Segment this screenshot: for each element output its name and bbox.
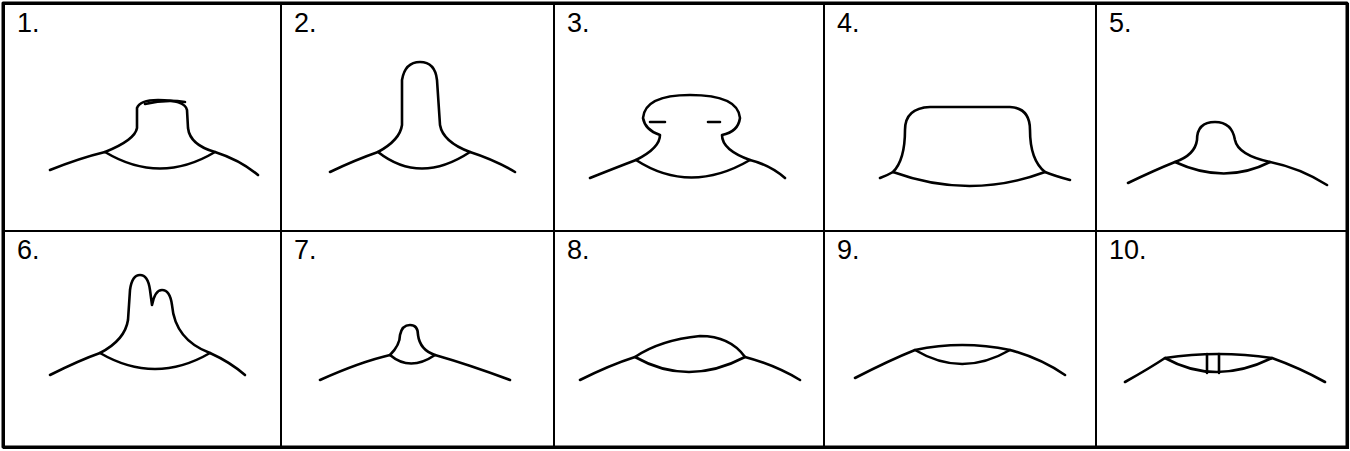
shape-5 <box>1128 122 1327 185</box>
callout-number: 5. <box>1109 9 1132 39</box>
shape-cell: 3. <box>553 3 825 232</box>
shape-cell: 10. <box>1095 230 1349 449</box>
shape-4 <box>880 107 1070 186</box>
callout-number: 8. <box>567 236 590 266</box>
shape-6 <box>50 275 245 375</box>
shape-7 <box>320 325 510 380</box>
callout-number: 1. <box>17 9 40 39</box>
shape-cell: 2. <box>280 3 555 232</box>
callout-number: 9. <box>837 236 860 266</box>
shape-cell: 1. <box>3 3 282 232</box>
shape-cell: 9. <box>823 230 1097 449</box>
shape-3 <box>590 95 785 178</box>
callout-number: 3. <box>567 9 590 39</box>
shape-8 <box>580 336 800 380</box>
shape-cell: 6. <box>3 230 282 449</box>
shape-1 <box>50 100 258 175</box>
shape-10 <box>1125 354 1325 382</box>
callout-number: 7. <box>294 236 317 266</box>
callout-number: 4. <box>837 9 860 39</box>
shape-2 <box>330 62 515 172</box>
shape-cell: 7. <box>280 230 555 449</box>
outer-frame <box>3 3 1347 447</box>
shape-cell: 5. <box>1095 3 1349 232</box>
shape-9 <box>855 345 1065 378</box>
shape-cell: 8. <box>553 230 825 449</box>
callout-number: 6. <box>17 236 40 266</box>
callout-number: 10. <box>1109 236 1147 266</box>
shape-cell: 4. <box>823 3 1097 232</box>
callout-number: 2. <box>294 9 317 39</box>
